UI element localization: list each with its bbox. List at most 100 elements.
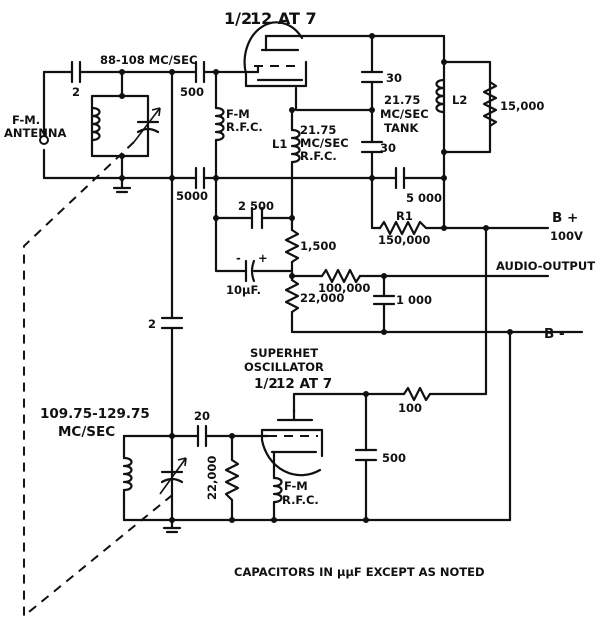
capacitor-10uf: [244, 259, 256, 283]
junction-dot: [441, 149, 447, 155]
r1-value: 150,000: [378, 233, 430, 247]
junction-dot: [289, 107, 295, 113]
junction-dot: [169, 69, 175, 75]
tank-c-bot: 30: [380, 141, 396, 155]
input-variable-capacitor-icon: [133, 107, 161, 143]
junction-dot: [229, 433, 235, 439]
capacitor-plate-bypass: [394, 166, 406, 190]
bplus-volts: 100V: [550, 229, 583, 243]
tube2-triode-icon: [260, 408, 324, 477]
tube1-fraction: 1/2: [224, 9, 252, 28]
c-1000-value: 1 000: [396, 293, 432, 307]
osc-r-22k-value: 22,000: [205, 456, 219, 500]
input-freq-label: 88-108 MC/SEC: [100, 53, 197, 67]
r1-ref: R1: [396, 209, 413, 223]
junction-dot: [483, 225, 489, 231]
junction-dot: [289, 273, 295, 279]
tank-c-top: 30: [386, 71, 402, 85]
capacitor-c-grid: [194, 60, 206, 84]
osc-rfc-line2: R.F.C.: [282, 493, 319, 507]
junction-dots: [119, 33, 513, 523]
ground-icon: [112, 178, 132, 194]
tank-capacitor-top: [360, 70, 384, 84]
tube2-fraction: 1/2: [254, 376, 278, 392]
junction-dot: [369, 33, 375, 39]
junction-dot: [441, 225, 447, 231]
antenna-label-line2: ANTENNA: [4, 126, 66, 140]
l2-r-value: 15,000: [500, 99, 544, 113]
c-in-value: 2: [72, 85, 80, 99]
plate-c-bypass-value: 5 000: [406, 191, 442, 205]
tube2-title-line2: OSCILLATOR: [244, 360, 324, 374]
c-coupling-value: 2: [148, 317, 156, 331]
l1-ref: L1: [272, 137, 287, 151]
junction-dot: [507, 329, 513, 335]
tank-label-line1: 21.75: [384, 93, 420, 107]
capacitor-coupling-2: [160, 316, 184, 330]
audio-output-label: AUDIO-OUTPUT: [496, 259, 595, 273]
junction-dot: [213, 175, 219, 181]
resistor-100-icon: [402, 386, 432, 402]
l1-coil-icon: [290, 128, 301, 170]
tube2-title-line1: SUPERHET: [250, 346, 318, 360]
l1-label-line1: 21.75: [300, 123, 336, 137]
junction-dot: [381, 329, 387, 335]
rfc1-label-line2: R.F.C.: [226, 120, 263, 134]
tank-label-line3: TANK: [384, 121, 419, 135]
capacitor-c-in: [70, 60, 82, 84]
junction-dot: [169, 517, 175, 523]
osc-variable-capacitor-icon: [159, 457, 187, 495]
osc-c-500-value: 500: [382, 451, 406, 465]
resistor-100k-icon: [320, 268, 362, 284]
resistor-22k-icon: [284, 278, 300, 314]
junction-dot: [119, 93, 125, 99]
osc-freq-line1: 109.75-129.75: [40, 406, 150, 422]
ground-icon: [162, 526, 182, 534]
r-100k-value: 100,000: [318, 281, 370, 295]
junction-dot: [119, 69, 125, 75]
capacitor-1000: [372, 294, 396, 306]
l2-coil-icon: [435, 78, 446, 114]
junction-dot: [369, 175, 375, 181]
tank-capacitor-bottom: [360, 140, 384, 154]
junction-dot: [119, 175, 125, 181]
junction-dot: [363, 391, 369, 397]
tube1-name: 12 AT 7: [250, 9, 317, 28]
tank-label-line2: MC/SEC: [380, 107, 429, 121]
osc-rfc-line1: F-M: [284, 479, 308, 493]
c-grid-value: 500: [180, 85, 204, 99]
input-coil-icon: [90, 106, 101, 142]
junction-dot: [369, 107, 375, 113]
junction-dot: [169, 433, 175, 439]
junction-dot: [213, 215, 219, 221]
c-10uf-plus: +: [258, 251, 268, 265]
c-10uf-value: 10µF.: [226, 283, 261, 297]
junction-dot: [213, 69, 219, 75]
antenna-label-line1: F-M.: [12, 113, 40, 127]
resistor-r1-icon: [378, 220, 428, 236]
junction-dot: [229, 517, 235, 523]
l2-ref: L2: [452, 93, 467, 107]
wires: [42, 34, 584, 530]
osc-freq-line2: MC/SEC: [58, 424, 115, 440]
bminus-label: B -: [544, 326, 565, 342]
resistor-1500-icon: [284, 228, 300, 264]
junction-dot: [381, 273, 387, 279]
osc-c-20-value: 20: [194, 409, 210, 423]
junction-dot: [169, 175, 175, 181]
c-2500-value: 2 500: [238, 199, 274, 213]
r-1500-value: 1,500: [300, 239, 336, 253]
junction-dot: [441, 59, 447, 65]
rfc1-coil-icon: [214, 106, 225, 142]
capacitor-c-bypass: [194, 166, 206, 190]
osc-rfc-coil-icon: [272, 476, 283, 512]
junction-dot: [363, 517, 369, 523]
l1-label-line2: MC/SEC: [300, 136, 349, 150]
resistor-osc-22k-icon: [224, 458, 240, 502]
tube1-triode-icon: [243, 21, 308, 88]
capacitor-2500: [250, 206, 264, 230]
r-22k-value: 22,000: [300, 291, 344, 305]
c-bypass-value: 5000: [176, 189, 208, 203]
